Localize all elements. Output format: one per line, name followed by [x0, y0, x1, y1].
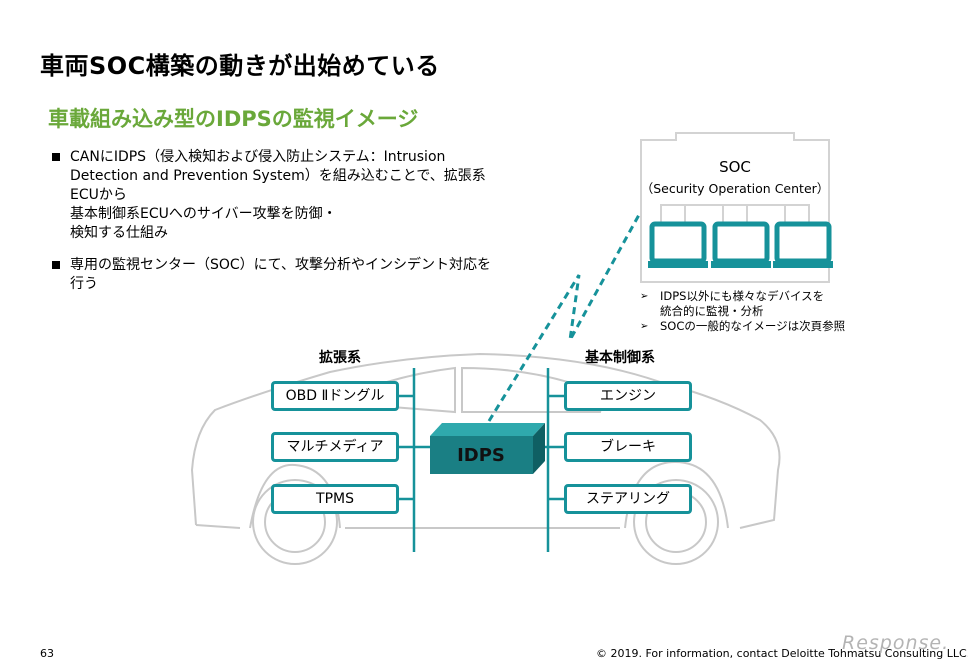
- bullet-item: 専用の監視センター（SOC）にて、攻撃分析やインシデント対応を 行う: [52, 256, 492, 296]
- car-outline: [190, 352, 781, 565]
- arrow-bullet-icon: ➢: [640, 321, 649, 332]
- bullet-square-icon: [52, 153, 60, 161]
- bullet-text: 専用の監視センター（SOC）にて、攻撃分析やインシデント対応を 行う: [70, 257, 491, 292]
- page-subtitle: 車載組み込み型のIDPSの監視イメージ: [48, 107, 419, 131]
- soc-note-text: IDPS以外にも様々なデバイスを 統合的に監視・分析: [660, 289, 825, 318]
- ecu-box-brake: ブレーキ: [564, 432, 692, 462]
- idps-block: [430, 423, 545, 474]
- monitor-icon-group: [648, 221, 833, 268]
- page-number: 63: [40, 647, 54, 660]
- page-title: 車両SOC構築の動きが出始めている: [40, 52, 440, 80]
- bullet-square-icon: [52, 261, 60, 269]
- soc-title: SOC: [719, 158, 751, 176]
- soc-note: ➢ SOCの一般的なイメージは次頁参照: [640, 319, 880, 334]
- ecu-box-engine: エンジン: [564, 381, 692, 411]
- soc-note-text: SOCの一般的なイメージは次頁参照: [660, 319, 846, 333]
- arrow-bullet-icon: ➢: [640, 291, 649, 302]
- monitor-icon: [648, 221, 708, 268]
- ecu-box-steering: ステアリング: [564, 484, 692, 514]
- basic-control-group-label: 基本制御系: [585, 350, 655, 366]
- monitor-icon: [773, 221, 833, 268]
- bullet-item: CANにIDPS（侵入検知および侵入防止システム：Intrusion Detec…: [52, 148, 492, 243]
- soc-subtitle: （Security Operation Center）: [640, 181, 830, 196]
- copyright-footer: © 2019. For information, contact Deloitt…: [596, 647, 968, 660]
- ecu-box-obd: OBD Ⅱドングル: [271, 381, 399, 411]
- idps-label: IDPS: [457, 445, 505, 466]
- wireless-link-line: [487, 212, 642, 422]
- bullet-text: CANにIDPS（侵入検知および侵入防止システム：Intrusion Detec…: [70, 149, 486, 241]
- extension-group-label: 拡張系: [319, 350, 361, 366]
- watermark-logo: Response.: [842, 632, 950, 654]
- monitor-icon: [711, 221, 771, 268]
- ecu-box-multimedia: マルチメディア: [271, 432, 399, 462]
- ecu-box-tpms: TPMS: [271, 484, 399, 514]
- soc-note: ➢ IDPS以外にも様々なデバイスを 統合的に監視・分析: [640, 289, 880, 319]
